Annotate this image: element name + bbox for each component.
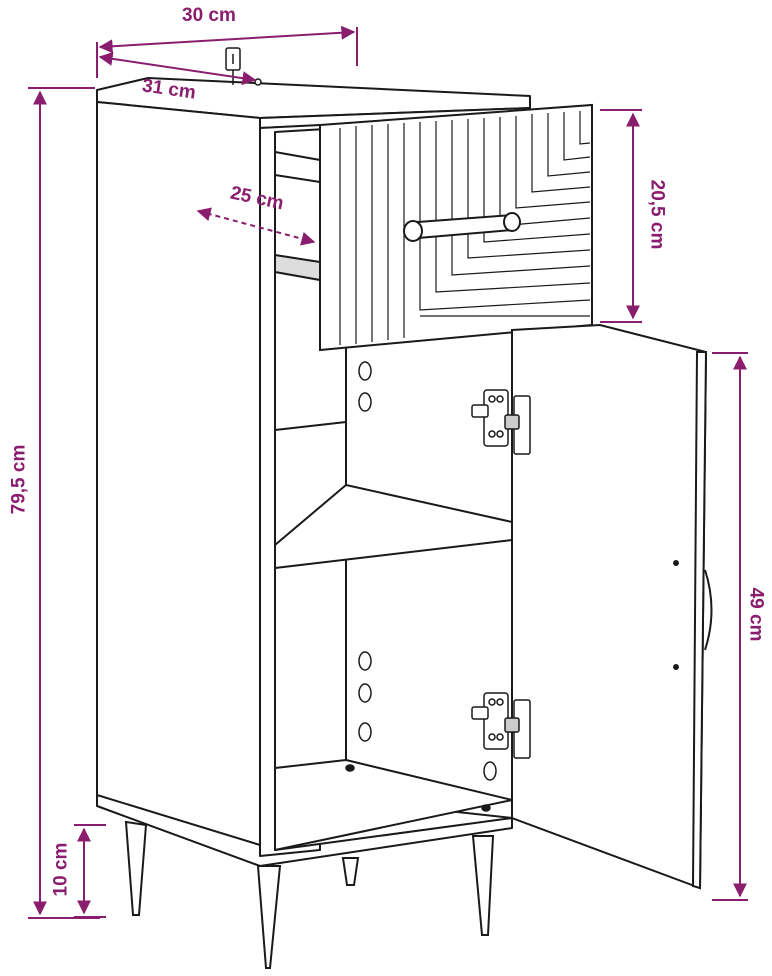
leg-front-right <box>471 835 495 936</box>
dim-top-width-line <box>98 25 356 54</box>
leg-front-left <box>124 820 148 916</box>
hinge-lower <box>471 692 531 759</box>
shelf-pin-holes <box>345 361 497 812</box>
door <box>511 323 708 890</box>
dim-drawer-depth-line <box>196 207 316 246</box>
leg-back-center <box>341 857 360 886</box>
legs <box>124 820 495 969</box>
dim-top-depth-line <box>98 51 257 86</box>
label-drawer-height: 20,5 cm <box>646 179 668 250</box>
label-door-height: 49 cm <box>745 587 767 642</box>
door-panel <box>511 323 708 890</box>
label-top-width: 30 cm <box>182 5 236 26</box>
dimension-lines <box>28 25 748 919</box>
label-leg-height: 10 cm <box>50 842 72 897</box>
door-edge <box>691 351 708 890</box>
cabinet-left-side <box>96 101 261 853</box>
door-handle <box>704 569 713 651</box>
label-total-height: 79,5 cm <box>8 444 30 515</box>
hinge-upper <box>471 389 531 455</box>
wall-bracket <box>225 47 262 86</box>
door-screws <box>673 560 679 670</box>
drawer-box-side <box>274 150 321 274</box>
drawer-front-pattern <box>339 111 591 345</box>
leg-front-center <box>256 865 282 969</box>
drawer-handle <box>403 212 521 242</box>
